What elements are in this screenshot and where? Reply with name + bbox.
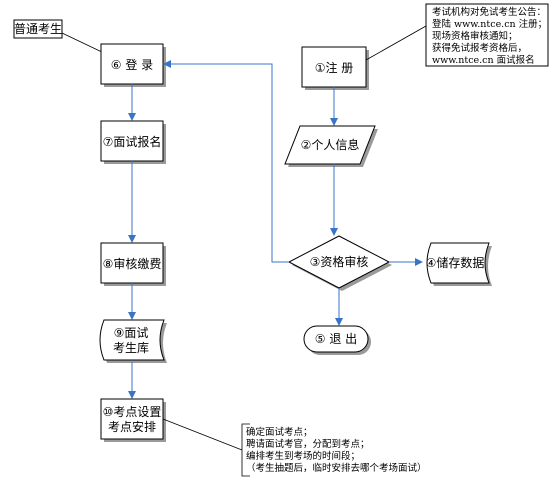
start-label-putong: 普通考生 bbox=[13, 19, 63, 39]
putong-connector bbox=[61, 32, 105, 54]
zhuce-label: ①注 册 bbox=[315, 60, 354, 75]
mianshi-kaoshengku-line-2: 考生库 bbox=[113, 340, 149, 355]
node-mianshi-kaoshengku[interactable]: ⑨面试 考生库 bbox=[99, 319, 167, 363]
kaodian-line-2: 考点安排 bbox=[108, 419, 156, 434]
note-bottom-line-4: （考生抽题后，临时安排去哪个考场面试） bbox=[246, 462, 427, 474]
mianshi-kaoshengku-line-1: ⑨面试 bbox=[114, 325, 149, 340]
note-bottom-line-1: 确定面试考点； bbox=[246, 426, 313, 438]
note-top-line-5: www.ntce.cn 面试报名 bbox=[432, 54, 535, 66]
node-mianshi-baoming[interactable]: ⑦面试报名 bbox=[100, 120, 166, 164]
note-top: 考试机构对免试考生公告： 登陆 www.ntce.cn 注册； 现场资格审核通知… bbox=[425, 3, 549, 67]
note-bottom: 确定面试考点； 聘请面试考官，分配到考点； 编排考生到考场的时间段； （考生抽题… bbox=[241, 423, 427, 477]
note-bottom-line-3: 编排考生到考场的时间段； bbox=[246, 450, 360, 462]
shenhe-jiaofei-label: ⑧审核缴费 bbox=[103, 256, 162, 271]
kaodian-line-1: ⑩考点设置 bbox=[103, 405, 162, 419]
zige-shenhe-label: ③资格审核 bbox=[310, 254, 369, 269]
arrow-shenhe-to-denglu bbox=[163, 60, 289, 263]
note-top-line-4: 获得免试报考资格后， bbox=[432, 42, 527, 54]
geren-xinxi-label: ②个人信息 bbox=[301, 137, 360, 152]
node-tuichu[interactable]: ⑤ 退 出 bbox=[303, 325, 371, 355]
tuichu-label: ⑤ 退 出 bbox=[315, 332, 357, 346]
node-zige-shenhe[interactable]: ③资格审核 bbox=[287, 235, 392, 291]
denglu-label: ⑥ 登 录 bbox=[111, 57, 153, 72]
node-kaodian[interactable]: ⑩考点设置 考点安排 bbox=[100, 398, 166, 442]
putong-label: 普通考生 bbox=[14, 22, 62, 36]
note-top-line-3: 现场资格审核通知； bbox=[432, 30, 518, 42]
node-chucun-shuju[interactable]: ④储存数据 bbox=[426, 242, 492, 286]
note-bottom-connector bbox=[162, 418, 243, 451]
node-geren-xinxi[interactable]: ②个人信息 bbox=[284, 125, 378, 167]
note-bottom-line-2: 聘请面试考官，分配到考点； bbox=[246, 438, 370, 450]
node-denglu[interactable]: ⑥ 登 录 bbox=[100, 43, 166, 87]
note-top-line-1: 考试机构对免试考生公告： bbox=[432, 6, 546, 18]
chucun-shuju-label: ④储存数据 bbox=[426, 255, 485, 270]
node-zhuce[interactable]: ①注 册 bbox=[301, 46, 369, 90]
node-shenhe-jiaofei[interactable]: ⑧审核缴费 bbox=[100, 242, 166, 286]
mianshi-baoming-label: ⑦面试报名 bbox=[103, 134, 162, 149]
note-top-connector bbox=[365, 25, 427, 61]
note-top-line-2: 登陆 www.ntce.cn 注册； bbox=[432, 18, 547, 30]
